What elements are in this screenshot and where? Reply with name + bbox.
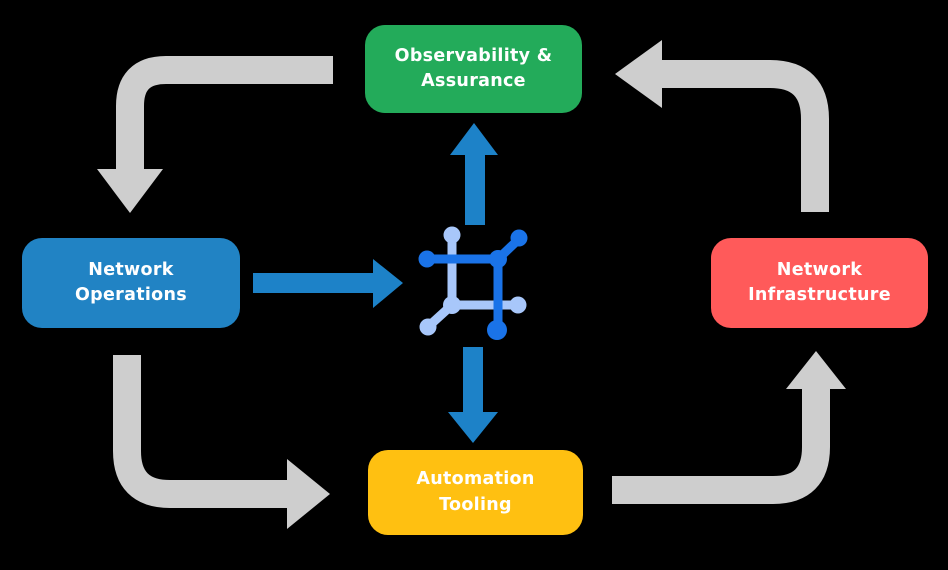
icon-node-diag-bottom-left [419,318,437,336]
arrow-observability-to-operations [97,56,333,213]
arrow-icon-to-automation [448,347,498,443]
node-label-line1: Automation [416,469,535,490]
icon-node-bottom-left [443,296,461,314]
arrow-head-left-icon [615,40,662,108]
node-automation-tooling: Automation Tooling [368,450,583,535]
arrow-head-up-icon [786,351,846,389]
icon-node-right [509,296,527,314]
node-label: Observability & Assurance [395,44,553,95]
node-label-line2: Operations [75,285,187,305]
node-label-line1: Network [776,259,863,280]
arrow-infrastructure-to-observability [615,40,829,212]
arrow-head-down-icon [97,169,163,213]
arrow-automation-to-infrastructure [612,351,846,504]
icon-node-bottom [487,320,507,340]
arrow-operations-to-icon [253,259,403,308]
arrow-line [612,389,830,504]
arrow-head-right-icon [287,459,330,529]
node-label: Network Infrastructure [748,258,891,309]
network-automation-icon [418,226,528,340]
node-label-line2: Assurance [421,71,526,91]
node-network-operations: Network Operations [22,238,240,328]
arrow-line [116,56,333,171]
node-label-line1: Network [88,259,174,280]
node-observability-assurance: Observability & Assurance [365,25,582,113]
icon-node-diag-top-right [510,229,528,247]
node-label-line2: Infrastructure [748,285,891,305]
icon-node-corner-top-right [489,250,507,268]
node-label-line2: Tooling [439,494,512,515]
icon-node-top [443,226,461,244]
node-network-infrastructure: Network Infrastructure [711,238,928,328]
node-label-line1: Observability & [394,45,553,66]
node-label: Automation Tooling [416,467,534,518]
arrow-icon-to-observability [450,123,498,225]
arrow-line [113,355,288,508]
arrow-line [662,60,829,212]
arrow-operations-to-automation [113,355,330,529]
node-label: Network Operations [75,258,187,309]
icon-node-left [418,250,436,268]
